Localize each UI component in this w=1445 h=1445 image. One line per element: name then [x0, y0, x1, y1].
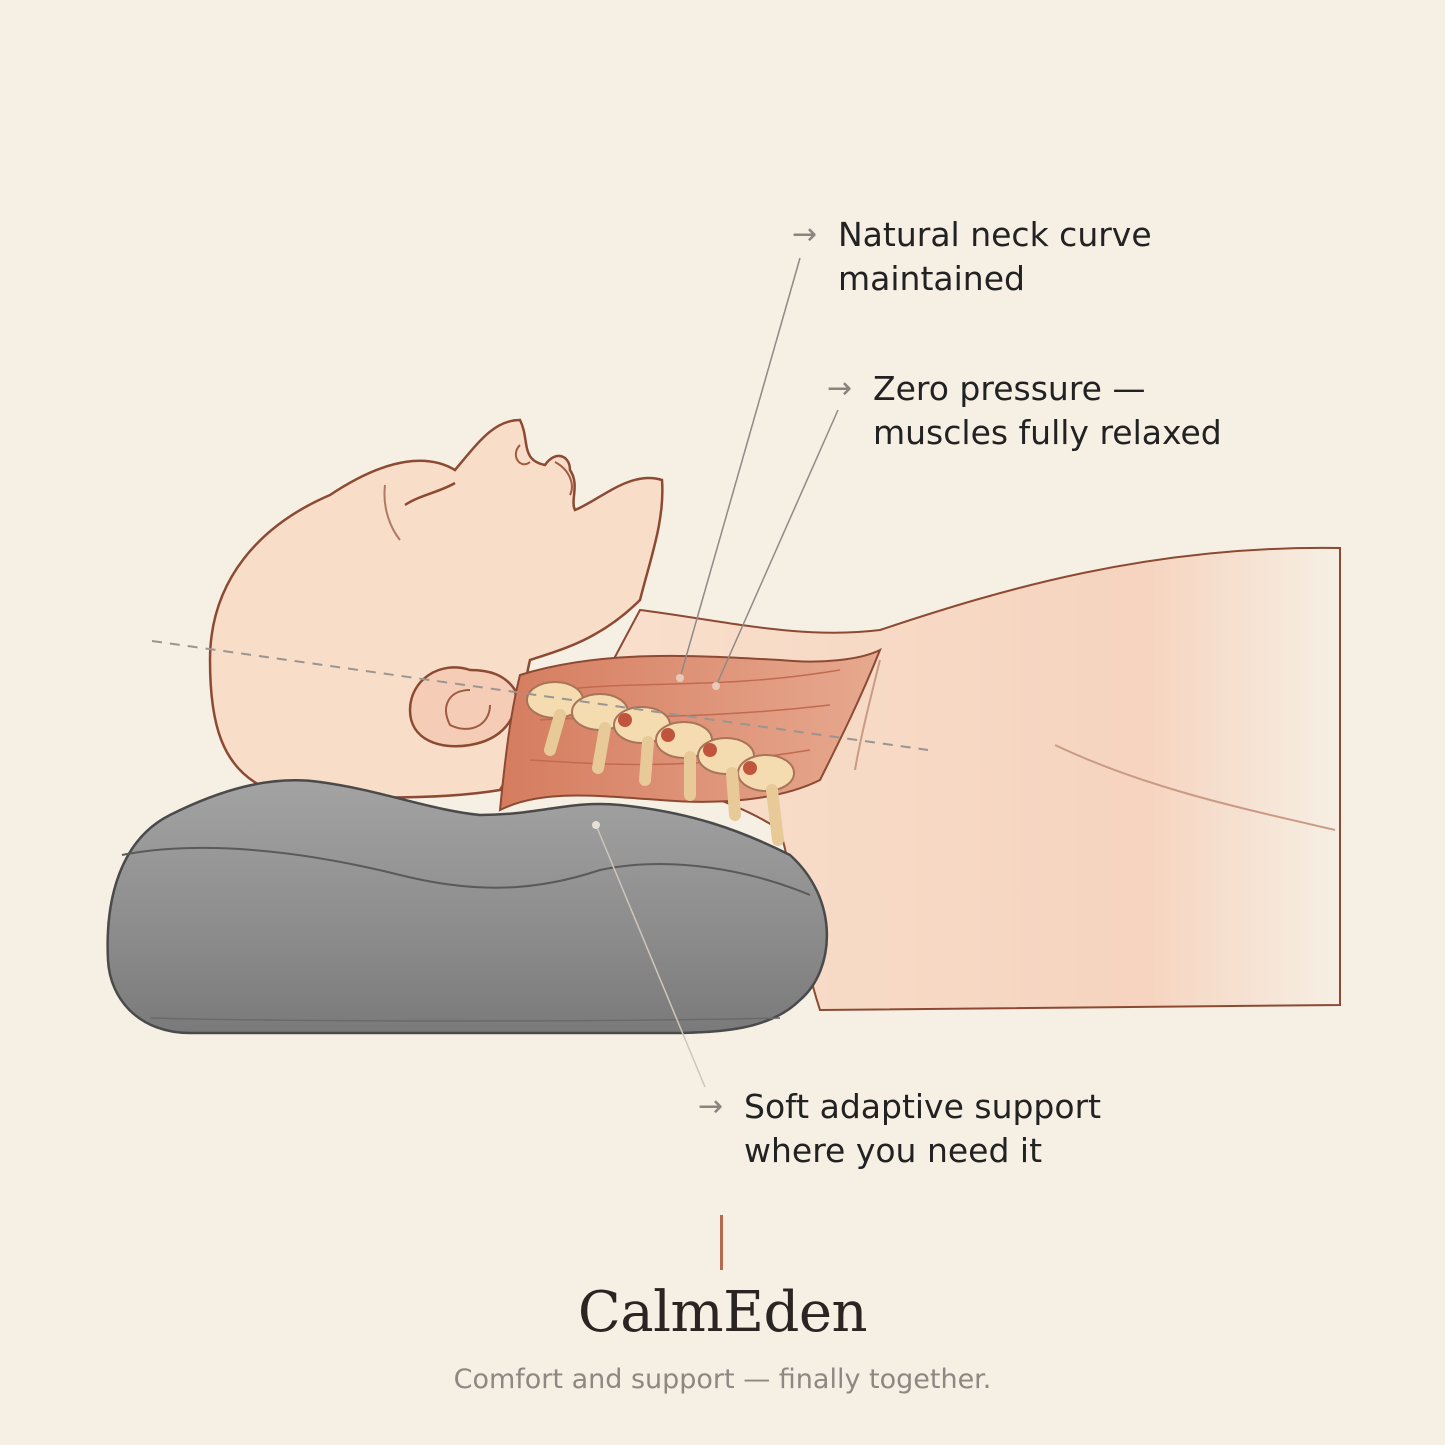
callout-line-1: Natural neck curve [838, 215, 1152, 254]
arrow-icon: → [792, 217, 818, 252]
leader-neck-curve [679, 257, 801, 679]
callout-line-2: where you need it [744, 1131, 1043, 1170]
eye [404, 481, 456, 507]
arrow-icon: → [698, 1089, 724, 1124]
cervical-spine [526, 681, 795, 846]
head [208, 418, 664, 799]
callout-zero-pressure: → Zero pressure — muscles fully relaxed [827, 367, 1222, 455]
nostril [514, 444, 531, 466]
callout-soft-support: → Soft adaptive support where you need i… [698, 1085, 1102, 1173]
ear-inner [445, 689, 491, 730]
pillow [106, 779, 829, 1035]
chest-line [854, 659, 881, 771]
callout-line-2: muscles fully relaxed [873, 413, 1222, 452]
pillow-seam [121, 846, 811, 896]
callout-line-1: Soft adaptive support [744, 1087, 1102, 1126]
leader-zero-pressure [715, 409, 839, 687]
ear [408, 666, 518, 748]
brand-tagline: Comfort and support — finally together. [453, 1364, 992, 1395]
callout-line-1: Zero pressure — [873, 369, 1146, 408]
callout-natural-neck-curve: → Natural neck curve maintained [792, 213, 1152, 301]
brand-divider [720, 1215, 723, 1270]
brand-name: CalmEden [577, 1280, 868, 1345]
eyebrow [383, 484, 401, 541]
callout-line-2: maintained [838, 259, 1025, 298]
arrow-icon: → [827, 371, 853, 406]
lips [554, 461, 573, 496]
shoulder-line [1054, 744, 1336, 831]
pillow-bottom-seam [149, 1017, 781, 1022]
leader-soft-support [595, 824, 706, 1088]
alignment-line [151, 640, 929, 751]
